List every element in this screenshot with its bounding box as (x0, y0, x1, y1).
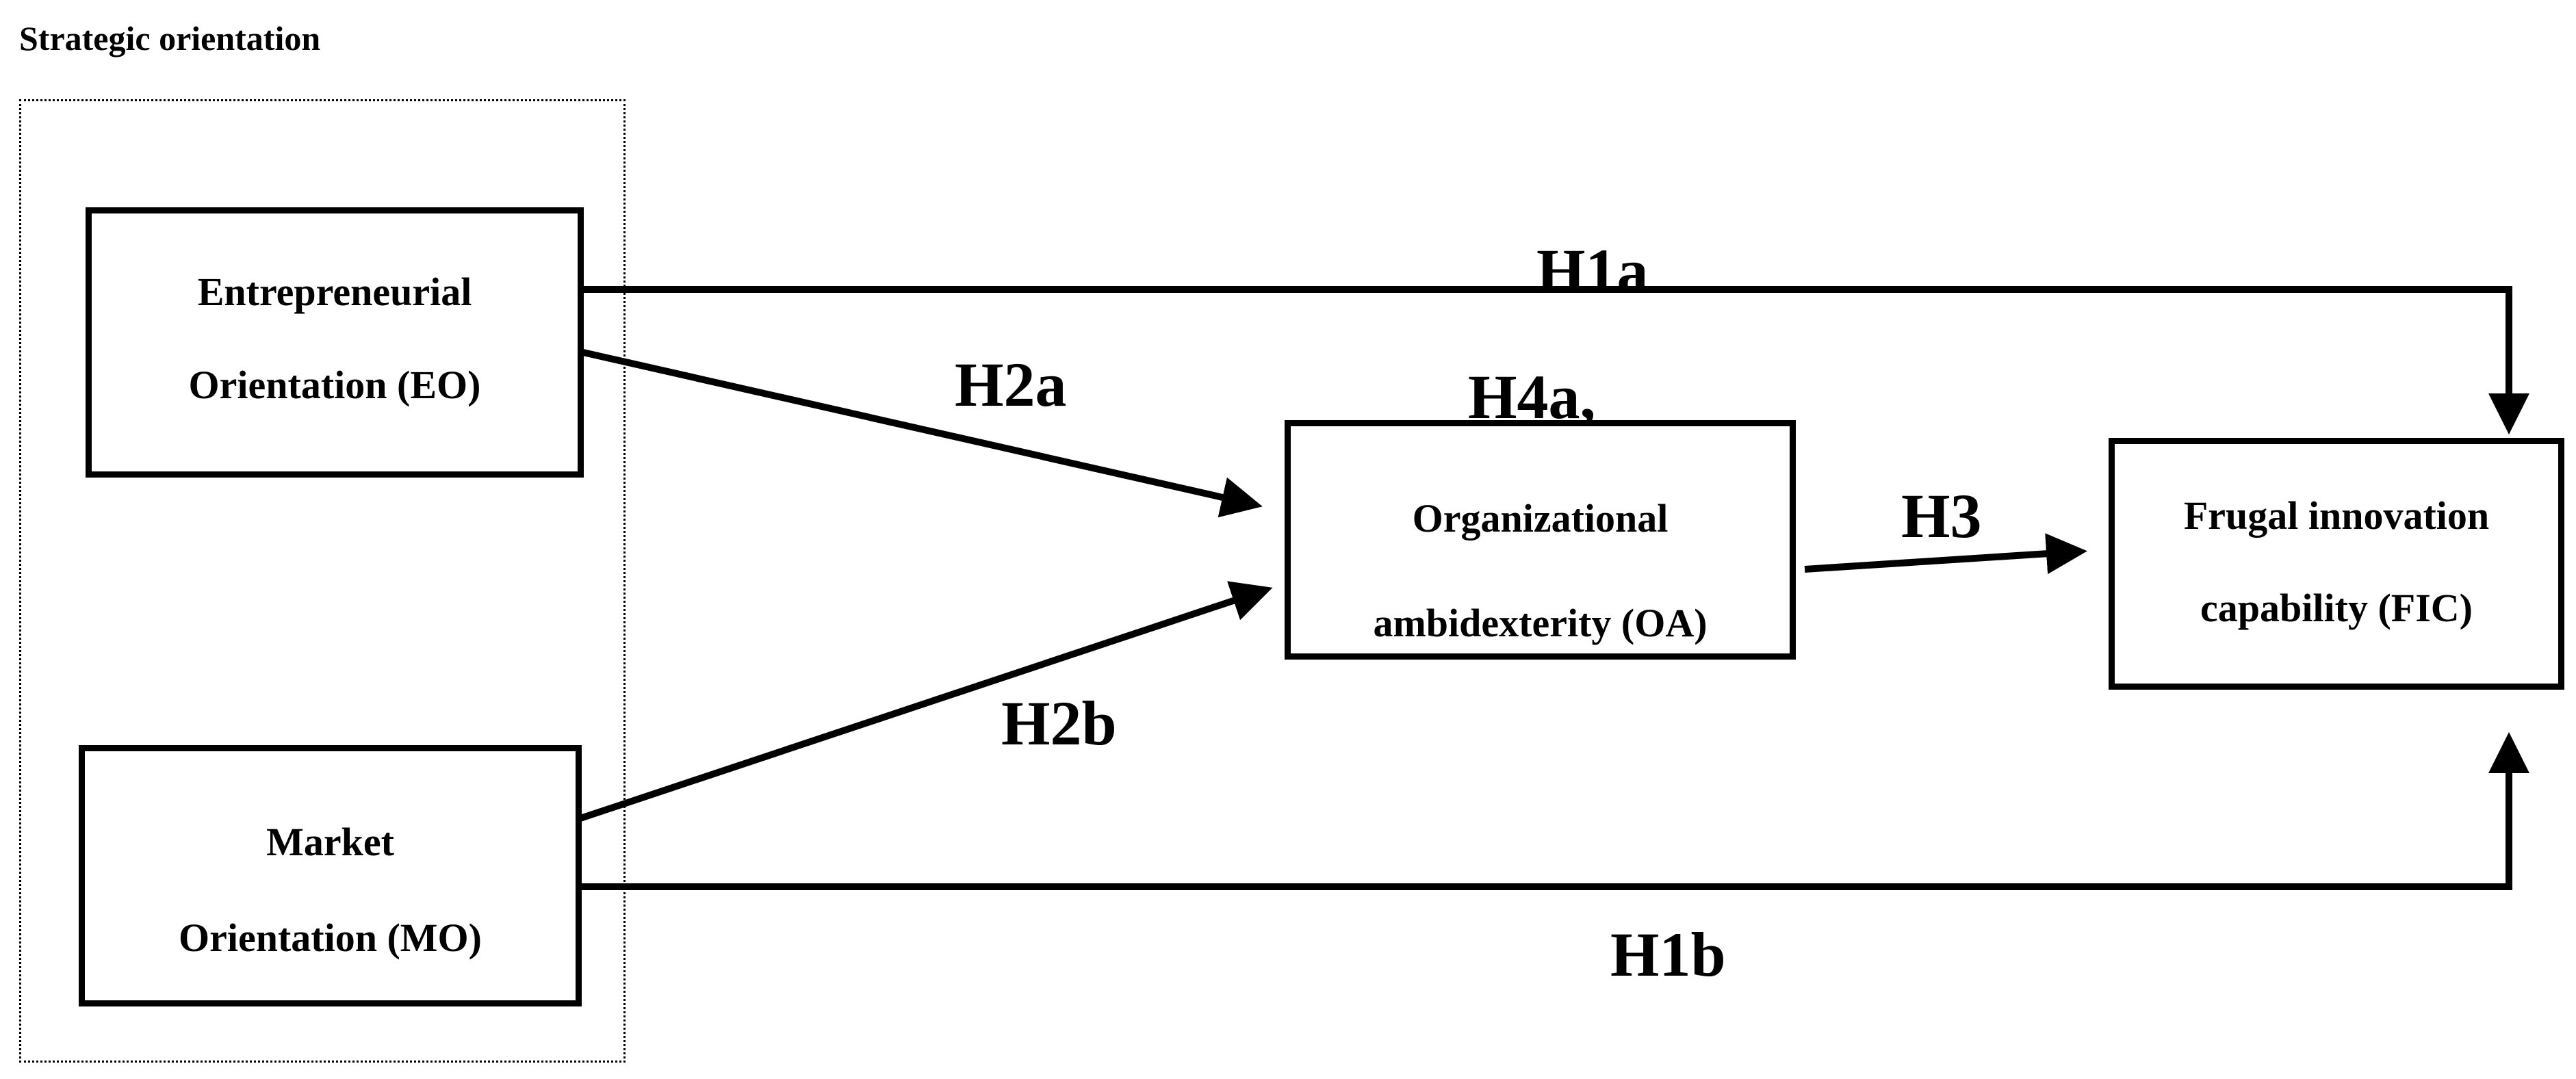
eo-label-line1: Entrepreneurial (197, 270, 472, 314)
box-entrepreneurial-orientation: Entrepreneurial Orientation (EO) (86, 207, 584, 478)
hypothesis-label-h4a: H4a, (1468, 363, 1596, 420)
mo-label-line1: Market (266, 820, 394, 864)
box-frugal-innovation-capability: Frugal innovation capability (FIC) (2109, 438, 2564, 690)
mo-label-line2: Orientation (MO) (179, 915, 482, 960)
arrow-h1b (580, 732, 2529, 890)
arrow-h2b (579, 581, 1273, 822)
box-market-orientation: Market Orientation (MO) (79, 745, 582, 1006)
strategic-orientation-frame (19, 99, 626, 1063)
fic-label-line2: capability (FIC) (2200, 586, 2473, 630)
hypothesis-label-h1a: H1a (1536, 237, 1649, 287)
box-organizational-ambidexterity: Organizational ambidexterity (OA) (1285, 420, 1796, 660)
fic-label-line1: Frugal innovation (2183, 493, 2490, 538)
hypothesis-label-h3: H3 (1901, 481, 1982, 551)
group-title: Strategic orientation (19, 19, 321, 57)
arrow-h3 (1804, 533, 2087, 575)
oa-label-line2: ambidexterity (OA) (1373, 601, 1708, 645)
arrow-h2a (582, 349, 1263, 518)
arrow-h1a (583, 286, 2529, 434)
hypothesis-label-h2a: H2a (955, 350, 1067, 419)
eo-label-line2: Orientation (EO) (188, 363, 481, 407)
hypothesis-label-h1b: H1b (1610, 920, 1726, 989)
hypothesis-label-h2b: H2b (1001, 688, 1117, 758)
oa-label-line1: Organizational (1412, 496, 1669, 541)
